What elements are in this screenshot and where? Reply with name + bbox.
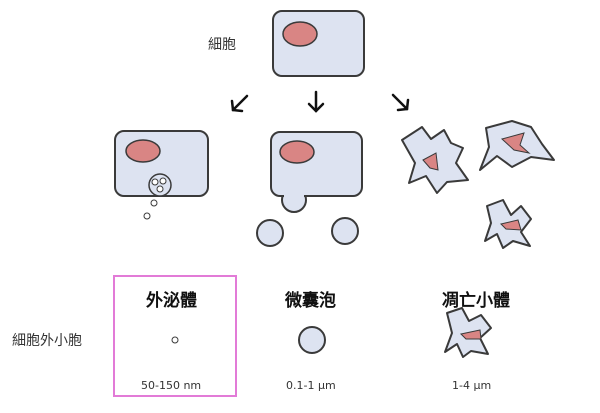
exosome-sample (171, 336, 179, 344)
source-cell (272, 10, 365, 77)
arrow-left-icon (230, 94, 249, 113)
exosome-size: 50-150 nm (141, 379, 202, 392)
extracellular-vesicles-label: 細胞外小胞 (12, 333, 82, 349)
apoptotic-body-title: 凋亡小體 (442, 291, 510, 311)
microvesicle-sample (298, 326, 326, 354)
exosome-releasing-cell (114, 130, 209, 220)
apoptotic-body-sample (444, 307, 492, 358)
microvesicle-budding-cell (256, 131, 363, 247)
exosome-highlight-box (113, 275, 237, 397)
arrow-down-icon (307, 90, 325, 113)
apoptotic-fragments (401, 120, 555, 249)
microvesicle-title: 微囊泡 (285, 291, 336, 311)
exosome-title: 外泌體 (146, 291, 197, 311)
cell-label: 細胞 (208, 37, 236, 53)
apoptotic-body-size: 1-4 µm (452, 379, 492, 392)
microvesicle-size: 0.1-1 µm (286, 379, 336, 392)
arrow-right-icon (391, 93, 410, 112)
